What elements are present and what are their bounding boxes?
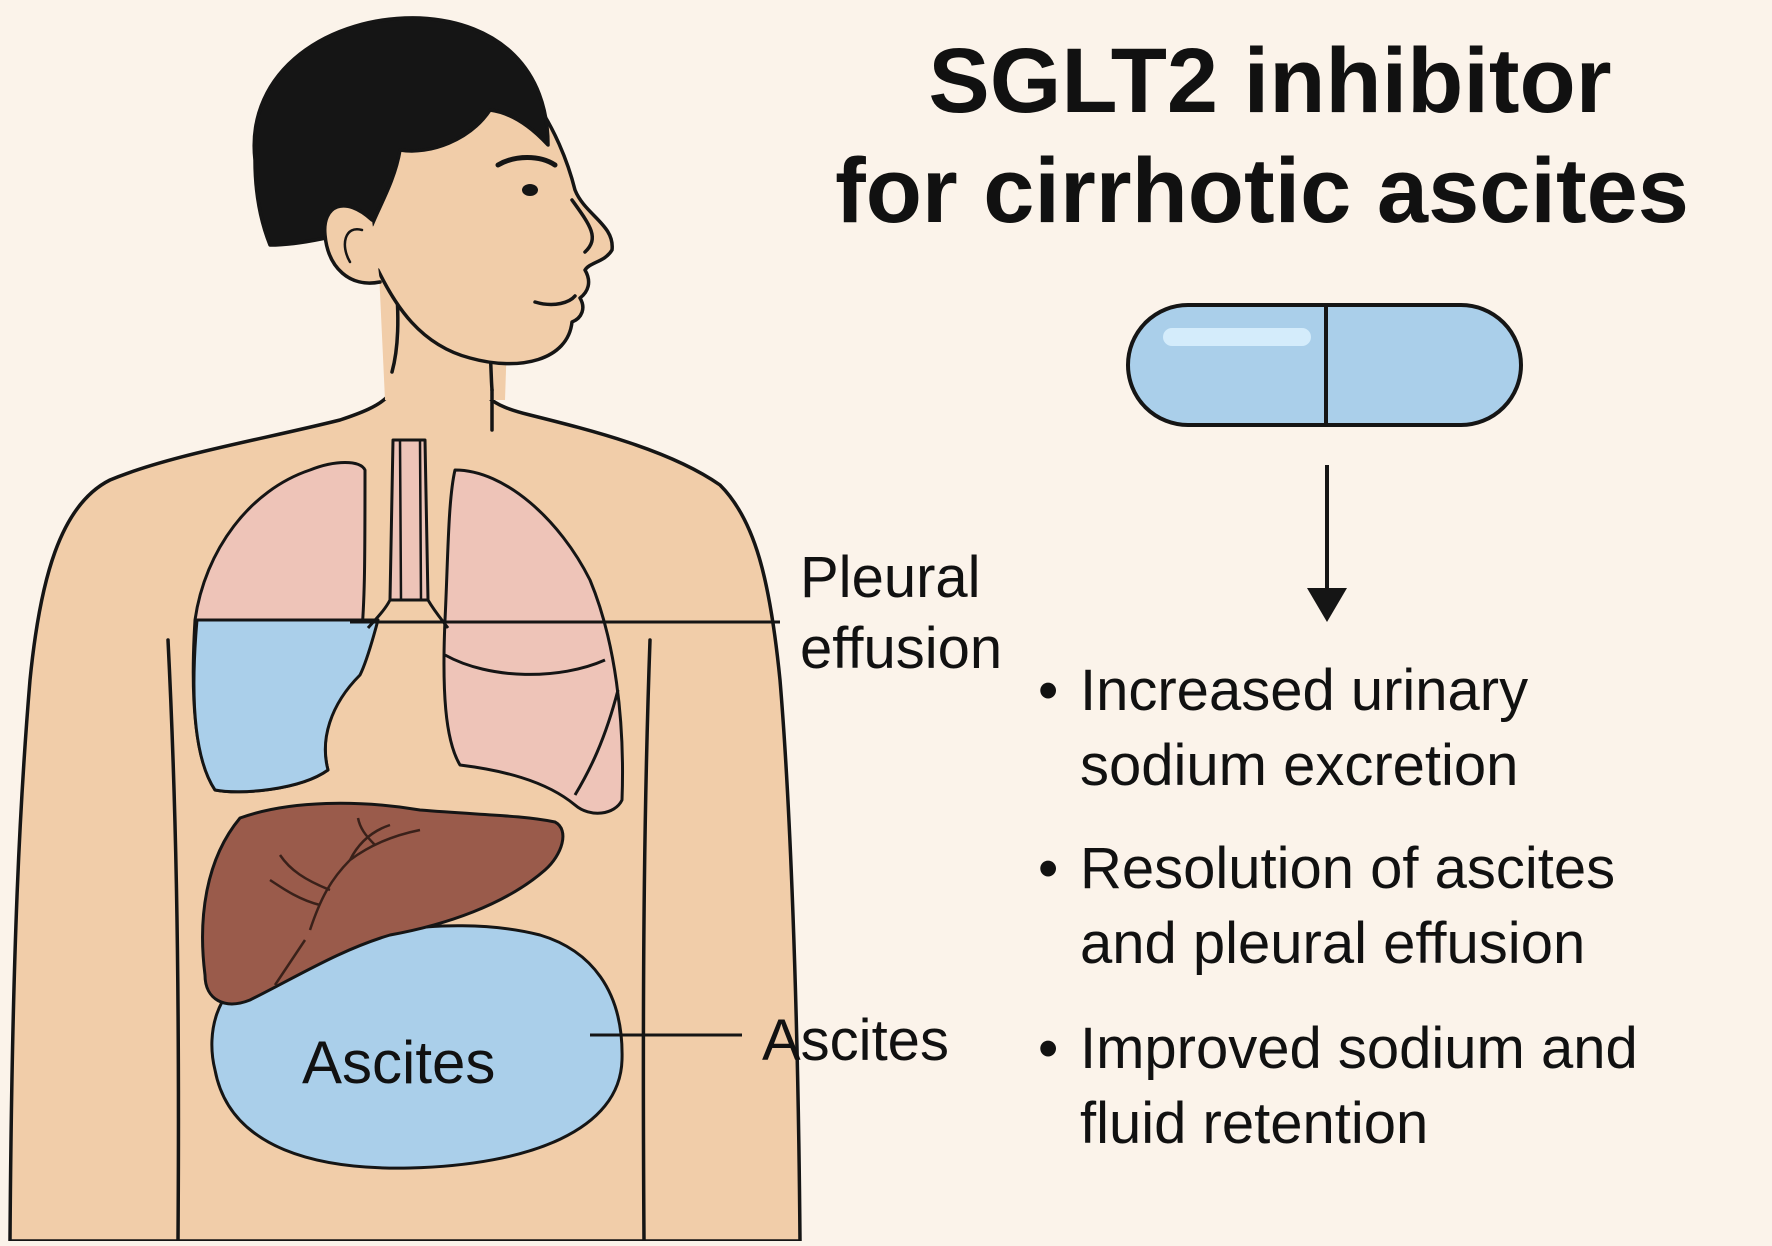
effect-text-line1: Improved sodium and	[1080, 1016, 1638, 1081]
arm-crease-right	[641, 638, 652, 1243]
nose	[570, 198, 595, 254]
ear-inner	[343, 228, 364, 264]
right-lung-fissure-2	[573, 689, 620, 796]
capsule-icon	[1126, 303, 1523, 427]
ascites-callout-label: Ascites	[762, 1008, 949, 1073]
effect-text-line1: Increased urinary	[1080, 658, 1528, 723]
title-line2: for cirrhotic ascites	[835, 140, 1689, 242]
title-line1: SGLT2 inhibitor	[928, 30, 1611, 132]
ascites-inner-label: Ascites	[302, 1029, 495, 1096]
effect-text-line1: Resolution of ascites	[1080, 836, 1615, 901]
right-lung-fissure-1	[444, 653, 606, 676]
effect-item: • Improved sodium and fluid retention	[1038, 1016, 1638, 1156]
bullet: •	[1038, 1016, 1058, 1081]
pleural-fluid	[192, 618, 380, 794]
bronchi	[366, 599, 450, 629]
bullet: •	[1038, 836, 1058, 901]
hair	[252, 16, 550, 247]
ear	[323, 204, 382, 285]
effect-item: • Resolution of ascites and pleural effu…	[1038, 836, 1615, 976]
liver	[201, 801, 565, 1006]
pleural-label-line2: effusion	[800, 616, 1002, 681]
arm-crease-left	[166, 638, 181, 1243]
effect-item: • Increased urinary sodium excretion	[1038, 658, 1528, 798]
right-lung	[442, 468, 625, 815]
pleural-label-line1: Pleural	[800, 545, 981, 610]
effects-list: • Increased urinary sodium excretion • R…	[1038, 658, 1638, 1156]
effect-text-line2: fluid retention	[1080, 1091, 1428, 1156]
callout-lines	[350, 620, 780, 1037]
effect-text-line2: sodium excretion	[1080, 733, 1518, 798]
organs	[191, 438, 625, 1170]
bullet: •	[1038, 658, 1058, 723]
eyebrow	[495, 155, 558, 168]
trachea	[388, 438, 430, 602]
liver-veins	[269, 817, 421, 986]
mouth	[533, 294, 577, 307]
arrow-down-icon	[1307, 465, 1347, 622]
trachea-lines	[398, 439, 423, 601]
eye	[522, 184, 538, 196]
effect-text-line2: and pleural effusion	[1080, 911, 1585, 976]
